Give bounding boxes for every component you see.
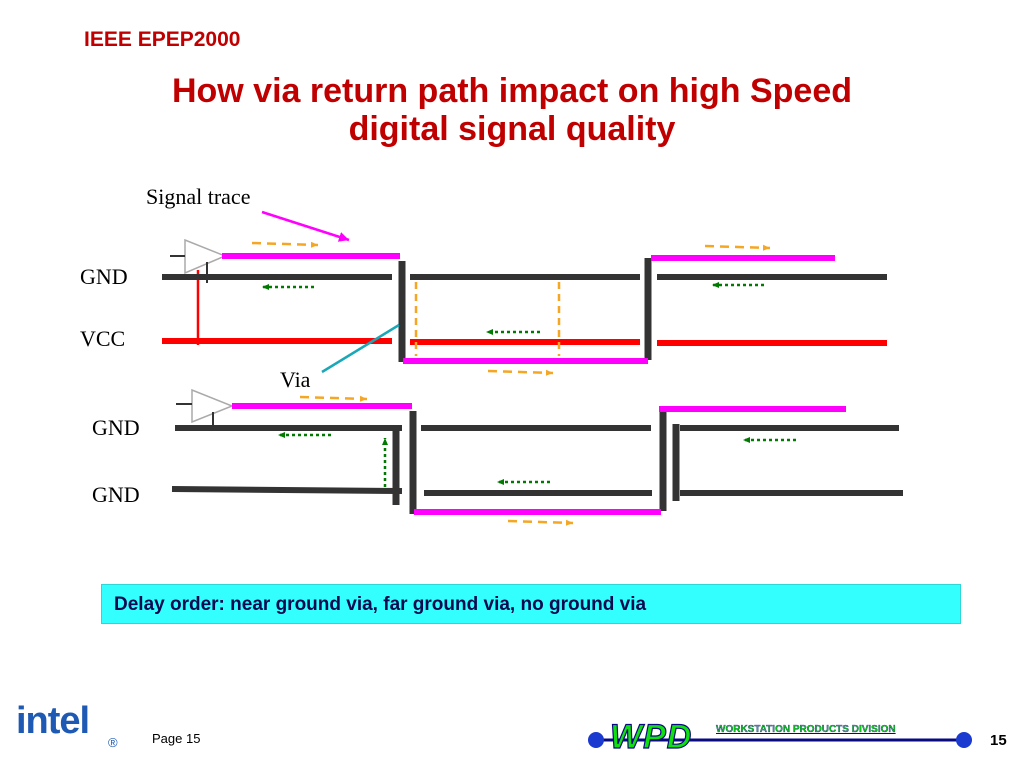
gnd-plane-bottom-2 xyxy=(171,486,903,496)
page-label: Page 15 xyxy=(152,731,201,746)
page-number: 15 xyxy=(990,732,1007,749)
return-current-arrows-bottom xyxy=(278,432,796,485)
gnd-label-bottom-2: GND xyxy=(92,482,140,507)
slide-title: How via return path impact on high Speed… xyxy=(60,72,964,148)
vcc-plane xyxy=(162,338,887,346)
gnd-label-bottom-1: GND xyxy=(92,415,140,440)
intel-logo: intel xyxy=(16,700,90,742)
title-line-2: digital signal quality xyxy=(348,110,676,148)
delay-order-callout: Delay order: near ground via, far ground… xyxy=(101,584,961,624)
title-line-1: How via return path impact on high Speed xyxy=(171,72,853,110)
signal-trace-bottom xyxy=(232,403,846,515)
wpd-logo-bar xyxy=(588,732,972,748)
header-tag: IEEE EPEP2000 xyxy=(84,28,241,51)
signal-trace-pointer xyxy=(261,210,350,242)
signal-trace-label: Signal trace xyxy=(146,184,250,209)
forward-current-arrows-bottom xyxy=(299,395,574,526)
driver-buffer-bottom xyxy=(176,388,235,430)
intel-registered-mark: ® xyxy=(108,735,118,750)
driver-buffer-top xyxy=(170,238,227,283)
via-label: Via xyxy=(280,367,311,392)
division-name: WORKSTATION PRODUCTS DIVISION xyxy=(716,724,896,735)
signal-trace-top xyxy=(222,253,835,364)
via-pointer xyxy=(321,323,400,374)
vias-top xyxy=(398,258,652,362)
forward-current-arrows-top xyxy=(251,241,771,376)
wpd-logo-text: WPD xyxy=(609,717,693,756)
return-path-dashes-top xyxy=(414,282,561,356)
return-current-arrows-top xyxy=(262,282,764,335)
gnd-label-top: GND xyxy=(80,264,128,289)
vias-bottom xyxy=(392,410,680,514)
vcc-label: VCC xyxy=(80,326,125,351)
callout-text: Delay order: near ground via, far ground… xyxy=(114,594,647,615)
